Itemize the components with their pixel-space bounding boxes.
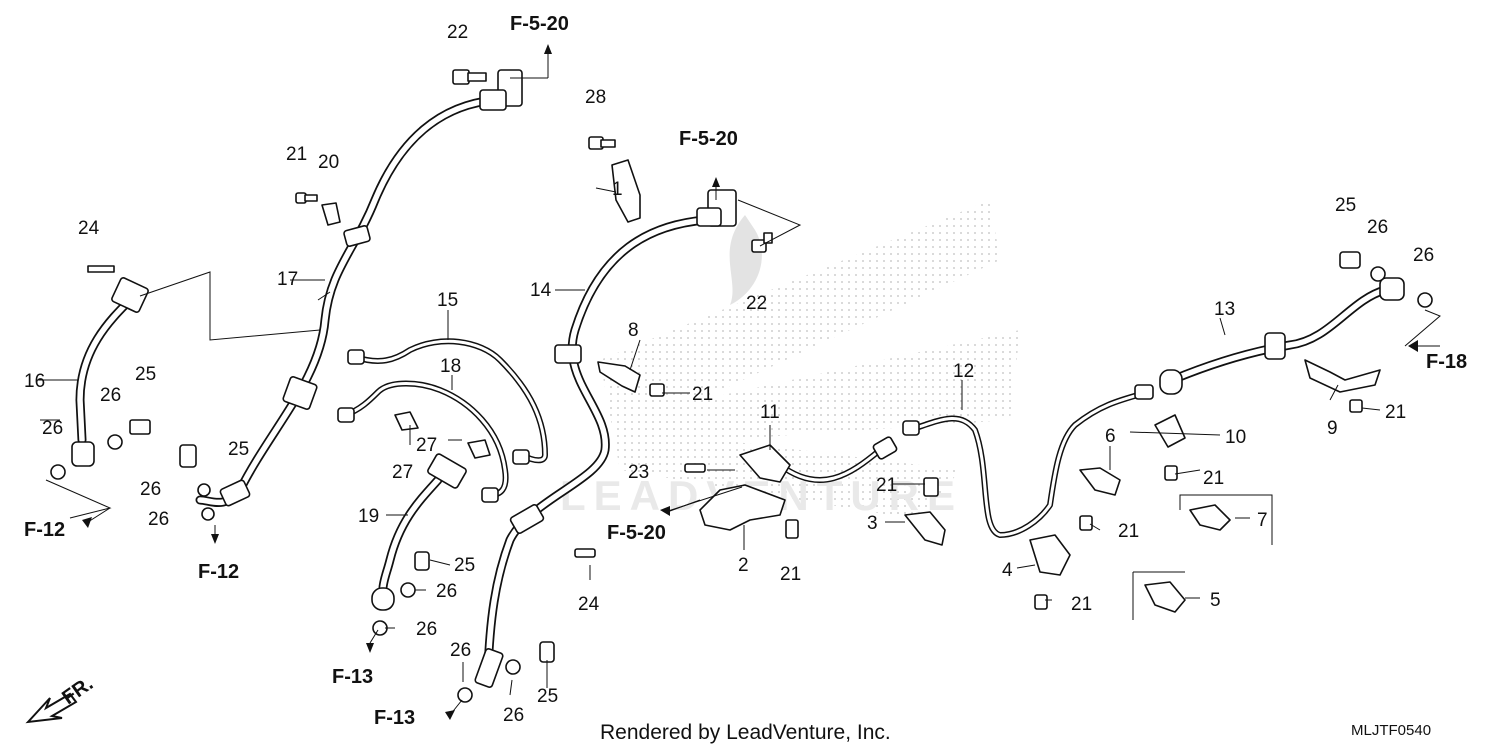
part-label-26-j[interactable]: 26: [1413, 245, 1434, 266]
hose-18: [342, 380, 509, 498]
part-label-26-f[interactable]: 26: [416, 619, 437, 640]
part-label-22-a[interactable]: 22: [447, 22, 468, 43]
part-label-13[interactable]: 13: [1214, 299, 1235, 320]
ref-f13-upper[interactable]: F-13: [332, 666, 373, 688]
part-label-19[interactable]: 19: [358, 506, 379, 527]
part-label-21-a[interactable]: 21: [286, 144, 307, 165]
bolts: [50, 69, 1433, 703]
part-label-1[interactable]: 1: [612, 179, 623, 200]
part-label-23[interactable]: 23: [628, 462, 649, 483]
part-label-16[interactable]: 16: [24, 371, 45, 392]
part-label-8[interactable]: 8: [628, 320, 639, 341]
ref-f5-20-low[interactable]: F-5-20: [607, 522, 666, 544]
part-label-21-c[interactable]: 21: [780, 564, 801, 585]
part-label-26-h[interactable]: 26: [503, 705, 524, 726]
part-label-3[interactable]: 3: [867, 513, 878, 534]
hose-14: [483, 215, 710, 675]
part-label-26-a[interactable]: 26: [42, 418, 63, 439]
part-label-4[interactable]: 4: [1002, 560, 1013, 581]
ref-f13-lower[interactable]: F-13: [374, 707, 415, 729]
part-label-27-a[interactable]: 27: [416, 435, 437, 456]
part-label-11[interactable]: 11: [760, 402, 780, 423]
part-label-25-c[interactable]: 25: [454, 555, 475, 576]
part-labels: 1 2 3 4 5 6 7 8 9 10 11 12 13 14 15 16 1…: [24, 22, 1434, 726]
ref-f5-20-top[interactable]: F-5-20: [510, 13, 569, 35]
part-label-25-d[interactable]: 25: [537, 686, 558, 707]
hose-12: [777, 390, 1148, 538]
part-label-6[interactable]: 6: [1105, 426, 1116, 447]
part-label-26-b[interactable]: 26: [100, 385, 121, 406]
hose-13: [1167, 285, 1390, 385]
part-label-21-b[interactable]: 21: [692, 384, 713, 405]
fittings: [71, 69, 1405, 688]
part-label-26-g[interactable]: 26: [450, 640, 471, 661]
part-label-26-e[interactable]: 26: [436, 581, 457, 602]
reference-arrows: [82, 44, 1440, 720]
ref-f5-20-mid[interactable]: F-5-20: [679, 128, 738, 150]
part-label-12[interactable]: 12: [953, 361, 974, 382]
ref-f18[interactable]: F-18: [1426, 351, 1467, 373]
reference-labels: F-5-20 F-5-20 F-5-20 F-12 F-12 F-13 F-13…: [24, 13, 1467, 729]
part-label-10[interactable]: 10: [1225, 427, 1246, 448]
front-direction-arrow: FR.: [25, 673, 97, 724]
part-label-9[interactable]: 9: [1327, 418, 1338, 439]
part-label-26-c[interactable]: 26: [140, 479, 161, 500]
ref-f12-left[interactable]: F-12: [24, 519, 65, 541]
part-label-24-b[interactable]: 24: [578, 594, 600, 615]
part-label-27-b[interactable]: 27: [392, 462, 413, 483]
part-label-14[interactable]: 14: [530, 280, 552, 301]
hose-15: [352, 338, 548, 464]
part-label-15[interactable]: 15: [437, 290, 458, 311]
part-label-2[interactable]: 2: [738, 555, 749, 576]
part-label-26-d[interactable]: 26: [148, 509, 169, 530]
drawing-code: MLJTF0540: [1351, 722, 1431, 739]
part-label-20[interactable]: 20: [318, 152, 339, 173]
part-label-25-b[interactable]: 25: [228, 439, 249, 460]
ref-f12-mid[interactable]: F-12: [198, 561, 239, 583]
part-label-5[interactable]: 5: [1210, 590, 1221, 611]
part-label-21-g[interactable]: 21: [1203, 468, 1224, 489]
part-label-24-a[interactable]: 24: [78, 218, 100, 239]
part-label-17[interactable]: 17: [277, 269, 298, 290]
part-label-22-b[interactable]: 22: [746, 293, 767, 314]
part-label-7[interactable]: 7: [1257, 510, 1268, 531]
credit-text: Rendered by LeadVenture, Inc.: [600, 721, 891, 744]
part-label-25-e[interactable]: 25: [1335, 195, 1356, 216]
hose-16: [75, 295, 135, 445]
part-label-25-a[interactable]: 25: [135, 364, 156, 385]
part-label-21-f[interactable]: 21: [1071, 594, 1092, 615]
part-label-21-h[interactable]: 21: [1385, 402, 1406, 423]
part-label-21-d[interactable]: 21: [876, 475, 897, 496]
part-label-26-i[interactable]: 26: [1367, 217, 1388, 238]
part-label-28[interactable]: 28: [585, 87, 606, 108]
part-label-18[interactable]: 18: [440, 356, 461, 377]
part-label-21-e[interactable]: 21: [1118, 521, 1139, 542]
